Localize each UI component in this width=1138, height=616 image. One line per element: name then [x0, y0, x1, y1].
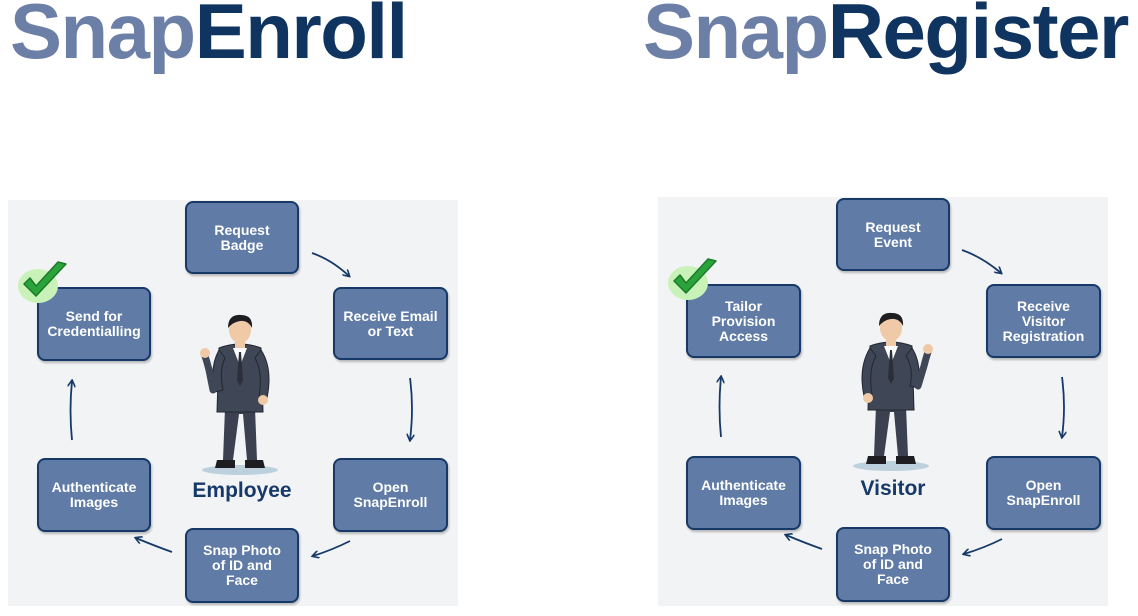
- step-label: Send for Credentialling: [47, 308, 141, 339]
- snapregister-title-dark: Register: [827, 0, 1130, 75]
- step-snap-photo: Snap Photo of ID and Face: [185, 528, 299, 603]
- step-open-snapenroll-right: Open SnapEnroll: [986, 456, 1101, 530]
- step-tailor-provision-access: Tailor Provision Access: [686, 284, 801, 358]
- checkmark-icon: [18, 261, 67, 303]
- step-label: Receive Visitor Registration: [1002, 297, 1085, 344]
- step-label: Tailor Provision Access: [711, 297, 776, 344]
- snapregister-title-light: Snap: [643, 0, 829, 75]
- step-label: Request Event: [865, 218, 921, 250]
- step-authenticate-images-right: Authenticate Images: [686, 456, 801, 530]
- checkmark-icon: [668, 258, 717, 300]
- step-snap-photo-right: Snap Photo of ID and Face: [836, 527, 950, 602]
- visitor-label: Visitor: [860, 477, 926, 500]
- step-label: Receive Email or Text: [343, 307, 438, 339]
- step-open-snapenroll: Open SnapEnroll: [333, 458, 448, 532]
- employee-figure: [200, 314, 278, 475]
- step-label: Open SnapEnroll: [353, 479, 428, 510]
- step-send-for-credentialling: Send for Credentialling: [37, 287, 151, 361]
- step-request-badge: Request Badge: [185, 201, 299, 274]
- step-label: Open SnapEnroll: [1006, 477, 1081, 508]
- step-authenticate-images: Authenticate Images: [37, 458, 151, 532]
- step-label: Request Badge: [214, 221, 270, 253]
- step-label: Authenticate Images: [51, 479, 137, 510]
- step-label: Snap Photo of ID and Face: [203, 542, 281, 588]
- step-request-event: Request Event: [836, 198, 950, 271]
- step-receive-visitor-registration: Receive Visitor Registration: [986, 284, 1101, 358]
- visitor-figure: [853, 312, 933, 471]
- step-label: Snap Photo of ID and Face: [854, 541, 932, 587]
- snapregister-title: SnapRegister: [643, 0, 1129, 70]
- snapenroll-title-light: Snap: [10, 0, 196, 75]
- step-label: Authenticate Images: [701, 477, 786, 508]
- snapenroll-title-dark: Enroll: [194, 0, 409, 75]
- step-receive-email-or-text: Receive Email or Text: [333, 287, 448, 360]
- snapenroll-title: SnapEnroll: [10, 0, 408, 70]
- employee-label: Employee: [192, 479, 292, 502]
